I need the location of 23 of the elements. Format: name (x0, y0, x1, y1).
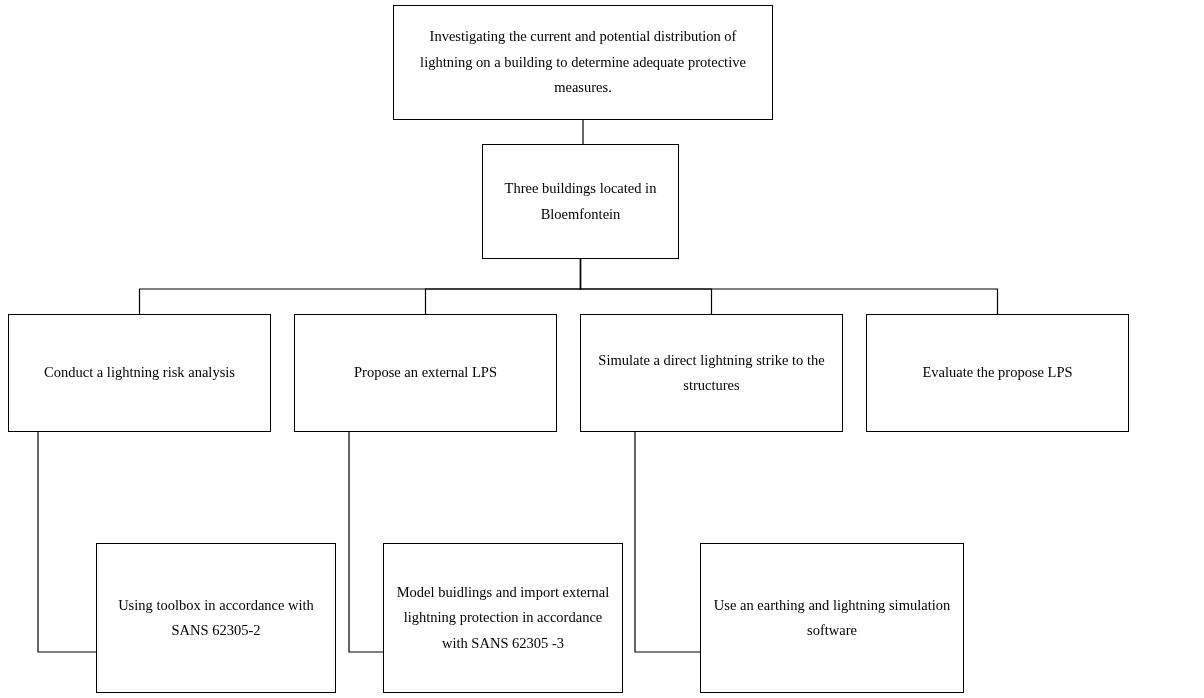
box-text: Three buildings located in Bloemfontein (503, 179, 658, 224)
process-box (383, 543, 623, 693)
process-box (580, 314, 843, 432)
box-text: Model buidlings and import external lightning protection in accordance with SANS 62305 -3 (395, 582, 611, 653)
process-box (700, 543, 964, 693)
process-box (96, 543, 336, 693)
connector-line (37, 431, 97, 653)
process-box (393, 5, 773, 120)
box-text: Using toolbox in accordance with SANS 62305-2 (117, 595, 315, 640)
connector-line (582, 119, 584, 145)
box-text: Simulate a direct lightning strike to the structures (597, 350, 826, 395)
box-text: Propose an external LPS (354, 363, 497, 383)
connector-line (579, 258, 999, 315)
process-box (482, 144, 679, 259)
box-text: Evaluate the propose LPS (922, 363, 1073, 383)
process-box (866, 314, 1129, 432)
connector-line (634, 431, 701, 653)
box-text: Use an earthing and lightning simulation software (712, 595, 952, 640)
box-text: Conduct a lightning risk analysis (44, 363, 235, 383)
process-box (8, 314, 271, 432)
process-box (294, 314, 557, 432)
connector-line (348, 431, 384, 653)
box-text: Investigating the current and potential distribution of lightning on a building to determine adequate protective measures. (419, 27, 747, 98)
